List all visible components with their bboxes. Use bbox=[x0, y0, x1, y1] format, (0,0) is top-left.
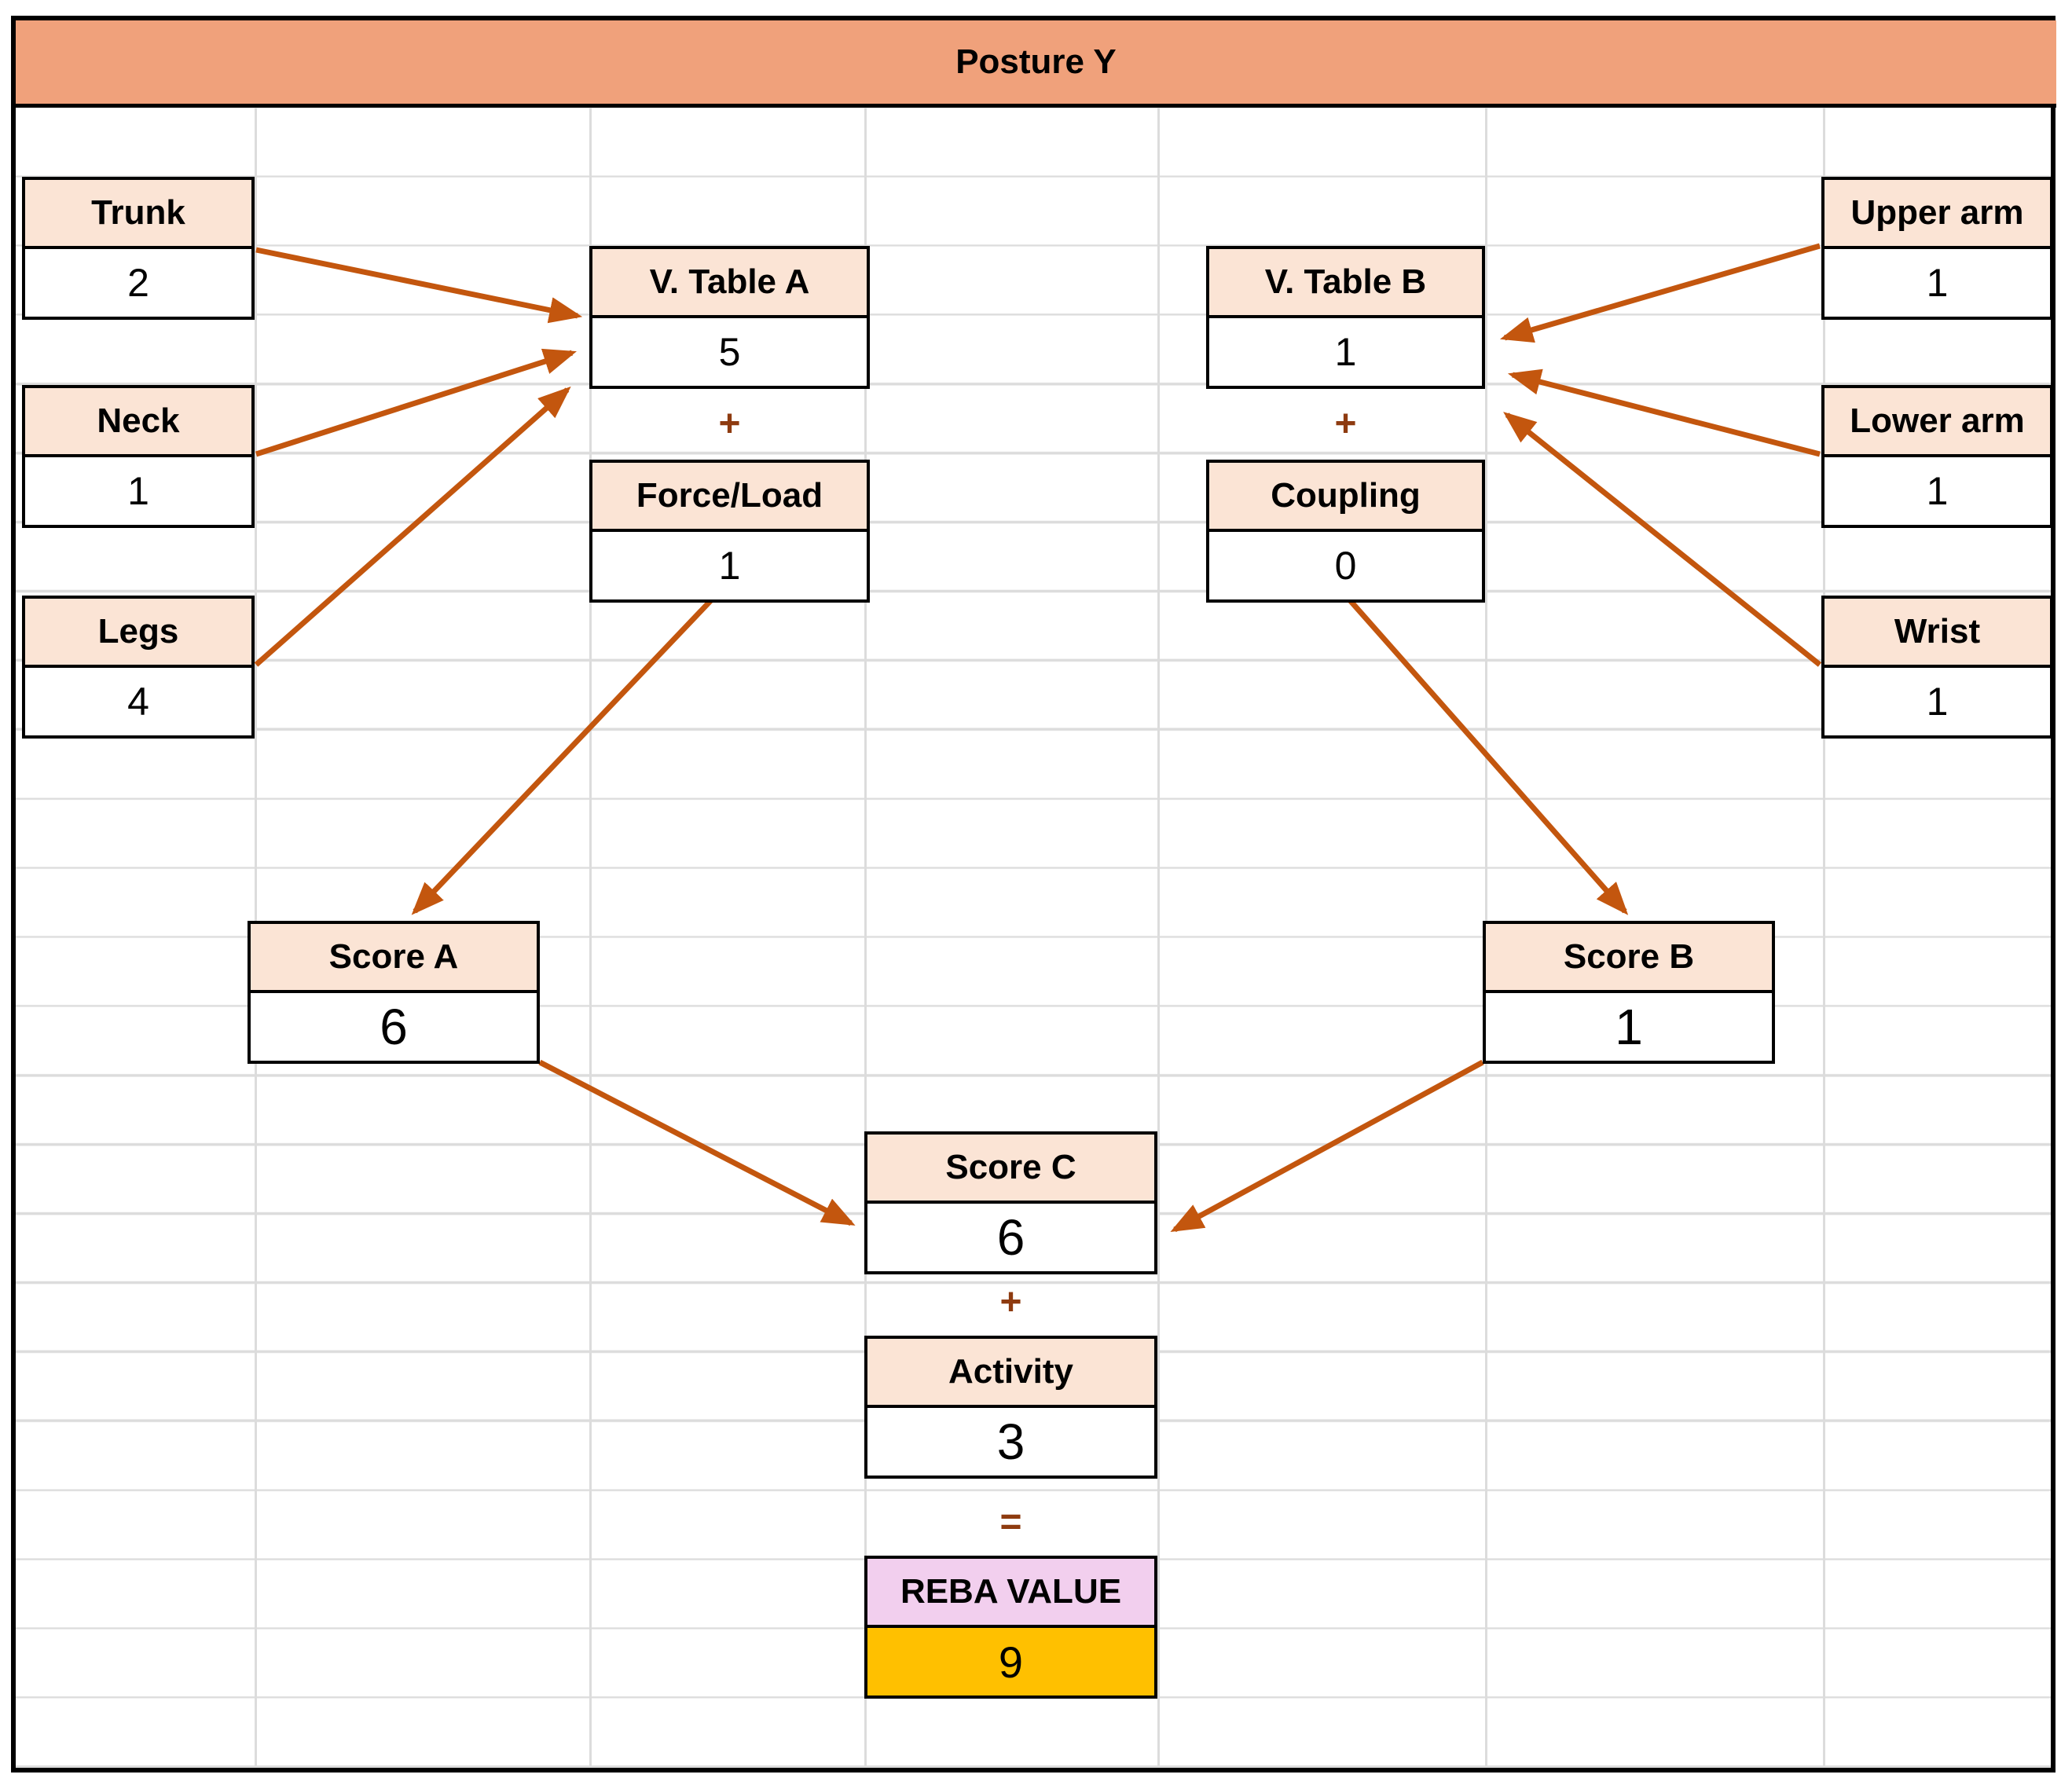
force-load-value[interactable]: 1 bbox=[592, 532, 867, 599]
node-lower-arm: Lower arm 1 bbox=[1821, 385, 2053, 528]
lower-arm-header: Lower arm bbox=[1824, 388, 2050, 457]
upper-arm-header: Upper arm bbox=[1824, 180, 2050, 249]
equals-operator: = bbox=[999, 1501, 1022, 1543]
v-table-a-value: 5 bbox=[592, 318, 867, 386]
node-trunk: Trunk 2 bbox=[22, 177, 255, 320]
node-v-table-b: V. Table B 1 bbox=[1206, 246, 1485, 389]
upper-arm-value[interactable]: 1 bbox=[1824, 249, 2050, 317]
activity-value[interactable]: 3 bbox=[867, 1408, 1154, 1476]
node-legs: Legs 4 bbox=[22, 596, 255, 739]
node-score-a: Score A 6 bbox=[248, 921, 540, 1064]
page-title: Posture Y bbox=[955, 42, 1117, 81]
wrist-value[interactable]: 1 bbox=[1824, 668, 2050, 735]
node-score-c: Score C 6 bbox=[864, 1131, 1157, 1274]
plus-operator-b: + bbox=[1334, 402, 1357, 445]
plus-operator-c: + bbox=[999, 1281, 1022, 1323]
score-c-value: 6 bbox=[867, 1204, 1154, 1271]
activity-header: Activity bbox=[867, 1339, 1154, 1408]
node-neck: Neck 1 bbox=[22, 385, 255, 528]
coupling-header: Coupling bbox=[1209, 463, 1482, 532]
coupling-value[interactable]: 0 bbox=[1209, 532, 1482, 599]
score-b-value: 1 bbox=[1486, 993, 1772, 1061]
legs-value[interactable]: 4 bbox=[25, 668, 251, 735]
force-load-header: Force/Load bbox=[592, 463, 867, 532]
node-reba-value: REBA VALUE 9 bbox=[864, 1556, 1157, 1699]
neck-value[interactable]: 1 bbox=[25, 457, 251, 525]
lower-arm-value[interactable]: 1 bbox=[1824, 457, 2050, 525]
trunk-header: Trunk bbox=[25, 180, 251, 249]
v-table-b-header: V. Table B bbox=[1209, 249, 1482, 318]
v-table-b-value: 1 bbox=[1209, 318, 1482, 386]
node-force-load: Force/Load 1 bbox=[589, 460, 870, 603]
node-upper-arm: Upper arm 1 bbox=[1821, 177, 2053, 320]
v-table-a-header: V. Table A bbox=[592, 249, 867, 318]
score-b-header: Score B bbox=[1486, 924, 1772, 993]
score-a-header: Score A bbox=[251, 924, 537, 993]
node-v-table-a: V. Table A 5 bbox=[589, 246, 870, 389]
wrist-header: Wrist bbox=[1824, 599, 2050, 668]
trunk-value[interactable]: 2 bbox=[25, 249, 251, 317]
neck-header: Neck bbox=[25, 388, 251, 457]
node-coupling: Coupling 0 bbox=[1206, 460, 1485, 603]
score-c-header: Score C bbox=[867, 1135, 1154, 1204]
reba-value-header: REBA VALUE bbox=[867, 1559, 1154, 1628]
title-bar: Posture Y bbox=[16, 20, 2056, 108]
node-wrist: Wrist 1 bbox=[1821, 596, 2053, 739]
node-activity: Activity 3 bbox=[864, 1336, 1157, 1479]
node-score-b: Score B 1 bbox=[1483, 921, 1775, 1064]
legs-header: Legs bbox=[25, 599, 251, 668]
reba-value-result: 9 bbox=[867, 1628, 1154, 1696]
score-a-value: 6 bbox=[251, 993, 537, 1061]
plus-operator-a: + bbox=[718, 402, 741, 445]
